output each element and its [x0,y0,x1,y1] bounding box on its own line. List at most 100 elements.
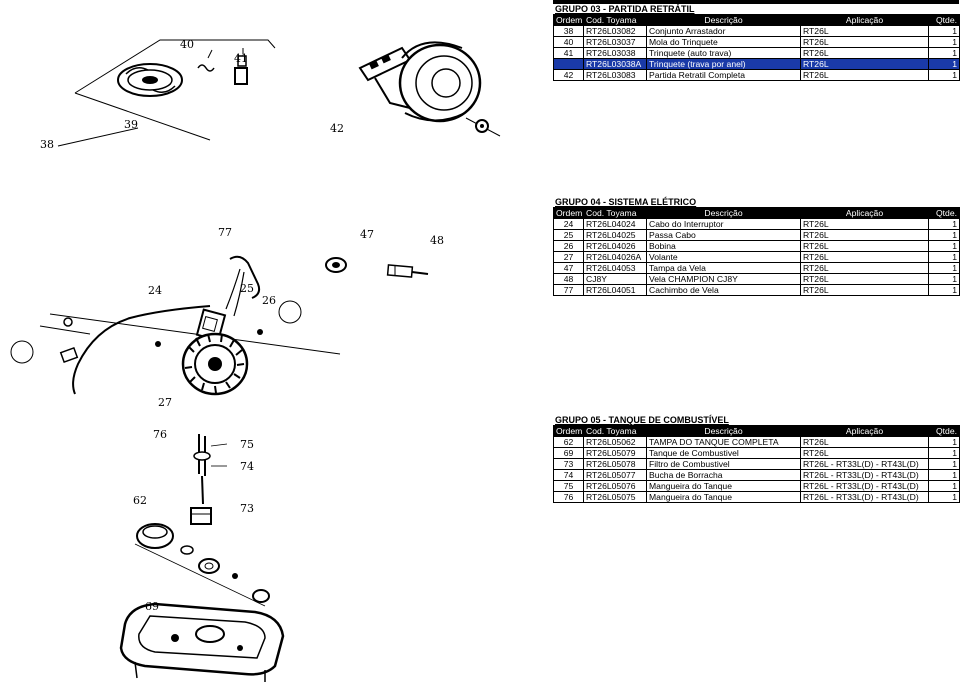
col-cod: Cod. Toyama [583,207,647,219]
col-apl: Aplicação [800,425,929,437]
col-apl: Aplicação [800,207,929,219]
label-26: 26 [262,294,276,307]
label-38: 38 [40,138,54,151]
group-05-section: GRUPO 05 - TANQUE DE COMBUSTÍVEL Ordem C… [553,415,960,503]
label-40: 40 [180,38,194,51]
label-73: 73 [240,502,254,515]
mola-trinquete-part [197,48,248,85]
cell-apl: RT26L [800,447,929,459]
cell-qtd: 1 [928,480,960,492]
cell-ordem: 62 [553,436,584,448]
cell-desc: Trinquete (auto trava) [646,47,801,59]
cell-cod: RT26L04024 [583,218,647,230]
cell-qtd: 1 [928,447,960,459]
parafuso-part [63,317,73,327]
diagram-sistema-eletrico: 77 47 48 24 25 26 27 [0,214,545,412]
col-apl: Aplicação [800,14,929,26]
table-header: Ordem Cod. Toyama Descrição Aplicação Qt… [553,207,960,219]
cell-ordem: 38 [553,25,584,37]
col-desc: Descrição [646,425,801,437]
table-header: Ordem Cod. Toyama Descrição Aplicação Qt… [553,425,960,437]
cell-apl: RT26L [800,69,929,81]
cell-apl: RT26L [800,36,929,48]
cell-cod: RT26L03038 [583,47,647,59]
cell-desc: TAMPA DO TANQUE COMPLETA [646,436,801,448]
cell-ordem: 76 [553,491,584,503]
top-border [553,0,959,4]
label-27: 27 [158,396,172,409]
cell-apl: RT26L [800,251,929,263]
table-header: Ordem Cod. Toyama Descrição Aplicação Qt… [553,14,960,26]
col-ordem: Ordem [553,207,584,219]
label-76: 76 [153,428,167,441]
col-desc: Descrição [646,207,801,219]
cell-apl: RT26L [800,58,929,70]
cell-cod: RT26L04053 [583,262,647,274]
cell-desc: Mangueira do Tanque [646,491,801,503]
cell-ordem [553,58,584,70]
cell-apl: RT26L [800,229,929,241]
cell-desc: Filtro de Combustivel [646,458,801,470]
cell-apl: RT26L [800,262,929,274]
label-48: 48 [430,234,444,247]
cell-ordem: 74 [553,469,584,481]
cell-qtd: 1 [928,240,960,252]
label-62: 62 [133,494,147,507]
cell-apl: RT26L [800,25,929,37]
cell-cod: RT26L05077 [583,469,647,481]
cell-ordem: 48 [553,273,584,285]
label-24: 24 [148,284,162,297]
cell-desc: Tampa da Vela [646,262,801,274]
cell-qtd: 1 [928,262,960,274]
cell-apl: RT26L - RT33L(D) - RT43L(D) [800,469,929,481]
cell-desc: Bucha de Borracha [646,469,801,481]
cell-ordem: 77 [553,284,584,296]
cell-desc: Cabo do Interruptor [646,218,801,230]
diagram-partida-retratil: 40 41 39 38 42 [30,28,540,188]
col-cod: Cod. Toyama [583,425,647,437]
cell-desc: Bobina [646,240,801,252]
cell-cod: RT26L04026 [583,240,647,252]
cell-apl: RT26L [800,47,929,59]
cell-ordem: 24 [553,218,584,230]
mangueiras-part [193,434,211,505]
col-desc: Descrição [646,14,801,26]
tampa-tanque-part [134,523,270,607]
cell-apl: RT26L - RT33L(D) - RT43L(D) [800,491,929,503]
cell-cod: RT26L03082 [583,25,647,37]
cell-desc: Vela CHAMPION CJ8Y [646,273,801,285]
tanque-part [119,602,285,682]
label-41: 41 [234,52,248,65]
label-75: 75 [240,438,254,451]
ref-circle [278,300,302,324]
cell-cod: RT26L04026A [583,251,647,263]
cell-ordem: 41 [553,47,584,59]
cell-desc: Conjunto Arrastador [646,25,801,37]
cell-qtd: 1 [928,69,960,81]
label-69: 69 [145,600,159,613]
cell-ordem: 26 [553,240,584,252]
cell-cod: RT26L03037 [583,36,647,48]
cell-cod: RT26L05075 [583,491,647,503]
cell-apl: RT26L [800,436,929,448]
group-title: GRUPO 03 - PARTIDA RETRÁTIL [555,4,695,14]
cell-cod: RT26L03083 [583,69,647,81]
group-title: GRUPO 05 - TANQUE DE COMBUSTÍVEL [555,415,729,425]
label-42: 42 [330,122,344,135]
cell-cod: RT26L05078 [583,458,647,470]
